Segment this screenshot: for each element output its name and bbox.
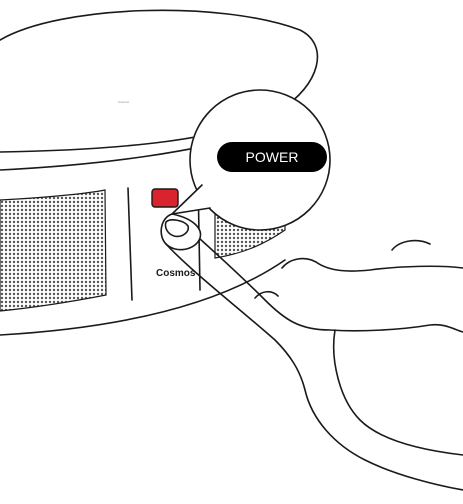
fingernail bbox=[164, 219, 190, 238]
body-seam-left bbox=[127, 187, 133, 301]
finger-upper-edge bbox=[171, 213, 463, 333]
middle-finger bbox=[281, 257, 463, 272]
speaker-grille-left bbox=[0, 189, 107, 312]
magnifier-callout: POWER bbox=[171, 89, 331, 231]
power-label-pill bbox=[217, 142, 327, 172]
body-brand-text: Cosmos bbox=[156, 268, 196, 279]
finger-crease bbox=[254, 290, 279, 299]
hand-illustration bbox=[160, 213, 463, 491]
power-label-text: POWER bbox=[246, 149, 299, 165]
finger-lower-edge bbox=[165, 243, 463, 491]
knuckle-crease bbox=[391, 239, 431, 251]
power-button[interactable] bbox=[151, 188, 179, 208]
projector-bottom-edge bbox=[0, 259, 286, 336]
top-brand-text: Cosmos bbox=[118, 100, 130, 104]
projector-top-lid bbox=[0, 9, 319, 153]
fingertip bbox=[160, 213, 202, 251]
palm-curve bbox=[332, 329, 463, 456]
